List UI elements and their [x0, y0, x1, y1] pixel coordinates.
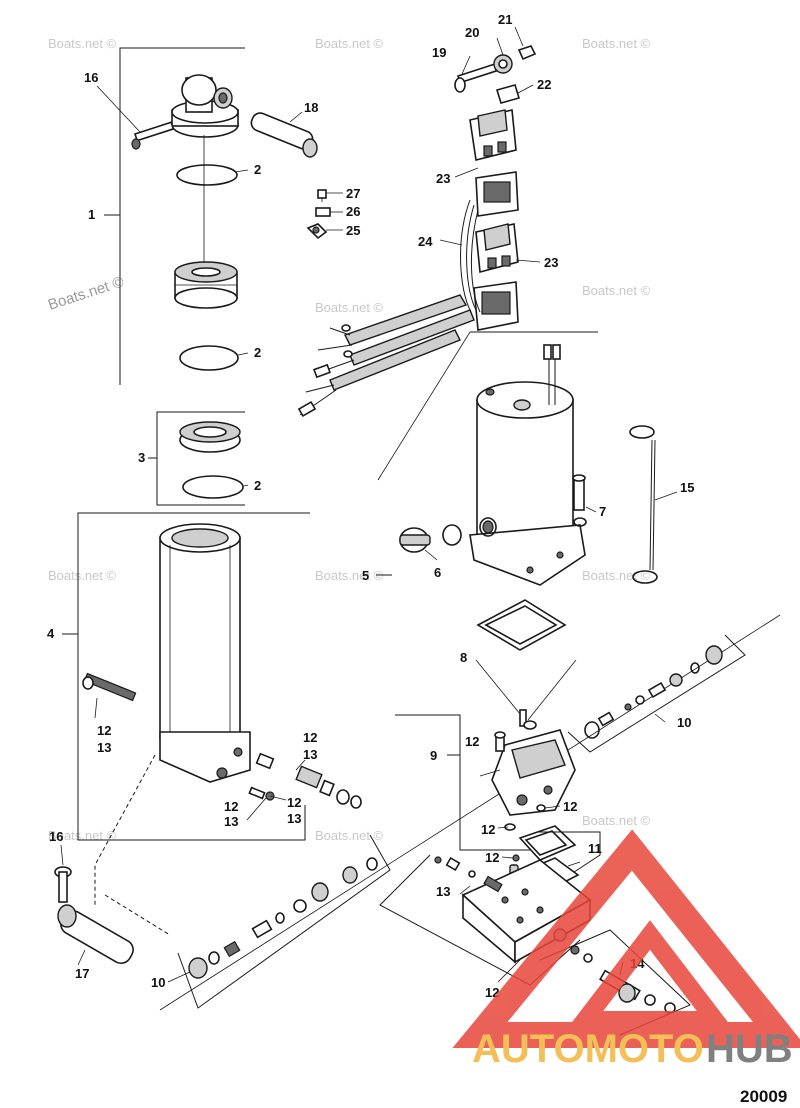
pump-body-9	[491, 720, 576, 816]
o-ring	[176, 164, 238, 186]
callout-7: 7	[599, 504, 606, 519]
logo-text-hub: HUB	[706, 1027, 793, 1071]
watermark: Boats.net ©	[46, 273, 126, 313]
callout-23: 23	[436, 171, 450, 186]
bracket-1	[104, 47, 245, 385]
bracket-3	[148, 411, 245, 506]
callout-20: 20	[465, 25, 479, 40]
bracket-9	[395, 714, 530, 851]
watermark: Boats.net ©	[582, 36, 651, 51]
callout-12: 12	[485, 850, 499, 865]
callout-25: 25	[346, 223, 360, 238]
valve-parts	[248, 752, 362, 809]
watermark: Boats.net ©	[48, 568, 117, 583]
pump-motor	[469, 344, 586, 586]
screw-12	[82, 672, 137, 702]
bracket-5	[376, 331, 598, 576]
callout-12: 12	[224, 799, 238, 814]
callout-5: 5	[362, 568, 369, 583]
relay-connector-lower	[473, 281, 519, 331]
callout-1: 1	[88, 207, 95, 222]
callout-12: 12	[303, 730, 317, 745]
automotohub-logo: AUTOMOTO HUB	[452, 829, 800, 1071]
cylinder-cap	[171, 74, 239, 138]
callout-19: 19	[432, 45, 446, 60]
callout-17: 17	[75, 966, 89, 981]
pin-17	[57, 904, 134, 965]
screw-7	[572, 474, 587, 527]
relay-hardware	[454, 45, 537, 104]
callout-21: 21	[498, 12, 512, 27]
callout-12: 12	[481, 822, 495, 837]
pin-18	[250, 112, 318, 158]
pin-16	[131, 121, 175, 150]
callout-9: 9	[430, 748, 437, 763]
callout-13: 13	[436, 884, 450, 899]
figure-number: 20009	[740, 1087, 787, 1106]
callout-12: 12	[97, 723, 111, 738]
screw-12-pump	[494, 731, 506, 752]
callout-13: 13	[224, 814, 238, 829]
callout-8: 8	[460, 650, 467, 665]
callout-12: 12	[563, 799, 577, 814]
watermark: Boats.net ©	[315, 36, 384, 51]
watermark: Boats.net ©	[582, 813, 651, 828]
callout-24: 24	[418, 234, 433, 249]
callout-27: 27	[346, 186, 360, 201]
watermark: Boats.net ©	[48, 828, 117, 843]
callout-3: 3	[138, 450, 145, 465]
watermark: Boats.net ©	[582, 283, 651, 298]
watermark: Boats.net ©	[582, 568, 651, 583]
callout-18: 18	[304, 100, 318, 115]
callout-16: 16	[49, 829, 63, 844]
callout-11: 11	[588, 841, 602, 856]
o-ring	[182, 475, 244, 499]
check-valve-13	[434, 856, 503, 893]
seal-3	[179, 421, 241, 453]
gasket-8	[475, 599, 577, 727]
callout-13: 13	[303, 747, 317, 762]
callout-15: 15	[680, 480, 694, 495]
watermark: Boats.net ©	[315, 828, 384, 843]
callout-13: 13	[287, 811, 301, 826]
callout-10: 10	[151, 975, 165, 990]
logo-text-automoto: AUTOMOTO	[472, 1027, 704, 1071]
callout-23: 23	[544, 255, 558, 270]
callout-12: 12	[287, 795, 301, 810]
callout-16: 16	[84, 70, 98, 85]
callout-12: 12	[465, 734, 479, 749]
callout-10: 10	[677, 715, 691, 730]
relay-23-lower	[475, 223, 519, 274]
callout-4: 4	[47, 626, 55, 641]
assembly-line	[104, 894, 171, 936]
relay-23-top	[469, 109, 517, 161]
o-ring	[179, 345, 239, 371]
callout-26: 26	[346, 204, 360, 219]
bracket-4	[62, 512, 310, 841]
fill-plug-6	[399, 524, 462, 553]
small-hardware	[306, 189, 331, 240]
wire-harness	[297, 199, 481, 418]
valve-assembly-10-lower	[177, 834, 391, 1009]
callout-22: 22	[537, 77, 551, 92]
callout-labels: 16 18 2 1 2 3 2 4 12 13 12 13 12 13 12 1…	[47, 12, 694, 1000]
ground-strap-15	[629, 425, 658, 584]
piston	[174, 261, 238, 309]
callout-2: 2	[254, 162, 261, 177]
callout-13: 13	[97, 740, 111, 755]
callout-6: 6	[434, 565, 441, 580]
logo-triangle	[452, 829, 800, 1048]
watermark: Boats.net ©	[315, 300, 384, 315]
callout-2: 2	[254, 345, 261, 360]
leader-lines	[60, 26, 678, 983]
cylinder-body	[159, 523, 251, 783]
pin-16-lower	[54, 866, 72, 903]
watermark: Boats.net ©	[315, 568, 384, 583]
logo-triangle-inner	[566, 920, 734, 1029]
callout-2: 2	[254, 478, 261, 493]
watermark: Boats.net ©	[48, 36, 117, 51]
relay-connector	[475, 171, 519, 217]
valve-assembly-10-upper	[567, 634, 746, 753]
